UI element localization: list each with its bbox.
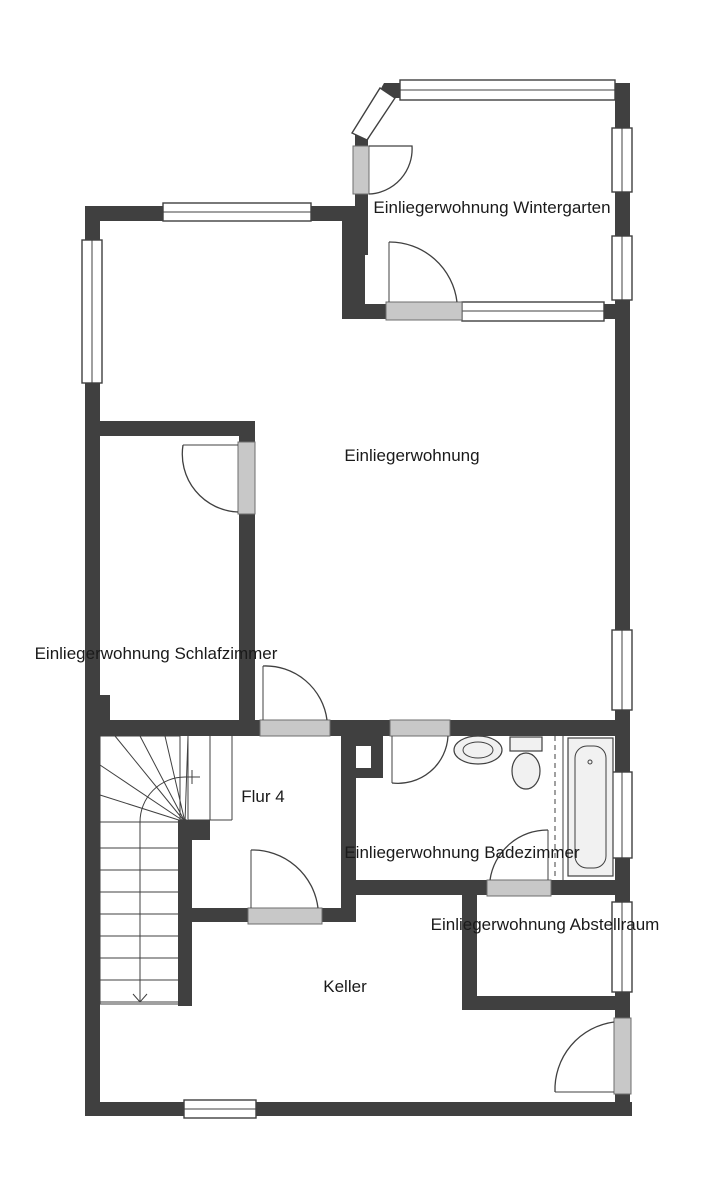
wall-niche-bottom [341,768,383,778]
room-labels: Einliegerwohnung Wintergarten Einliegerw… [35,198,660,996]
doors [181,145,632,1095]
room-label-wintergarten: Einliegerwohnung Wintergarten [373,198,610,217]
room-label-badezimmer: Einliegerwohnung Badezimmer [344,843,580,862]
room-label-schlafzimmer: Einliegerwohnung Schlafzimmer [35,644,278,663]
wall-niche-right [371,736,383,778]
door-wintergarten-lower [385,301,463,321]
room-label-keller: Keller [323,977,367,996]
door-abstellraum [486,879,552,897]
toilet-icon [511,752,541,790]
wall-outer-bottom [85,1102,632,1116]
toilet-tank-icon [509,736,543,752]
door-schlafzimmer [237,441,256,515]
window-wintergarten-diagonal [350,87,396,141]
wall-abstell-bottom [462,996,630,1010]
walls [85,83,632,1116]
room-label-wohnung: Einliegerwohnung [344,446,479,465]
windows [81,79,633,1119]
room-label-flur: Flur 4 [241,787,284,806]
door-flur-top [259,719,331,737]
wall-stair-right [178,820,192,1006]
wall-abstell-left [462,880,477,1010]
wall-niche [341,736,383,746]
staircase [99,735,233,1005]
sink-icon [453,735,503,765]
bathroom-fixtures [453,735,614,880]
wall-bad-bottom [341,880,630,895]
wall-corner-left [85,695,110,736]
wall-schlafzimmer-top [85,421,255,436]
door-flur-bottom [247,907,323,925]
room-label-abstellraum: Einliegerwohnung Abstellraum [431,915,660,934]
wall-middle-horizontal [85,720,630,736]
door-keller [613,1017,632,1095]
door-wintergarten-upper [352,145,370,195]
door-bad [389,719,451,737]
